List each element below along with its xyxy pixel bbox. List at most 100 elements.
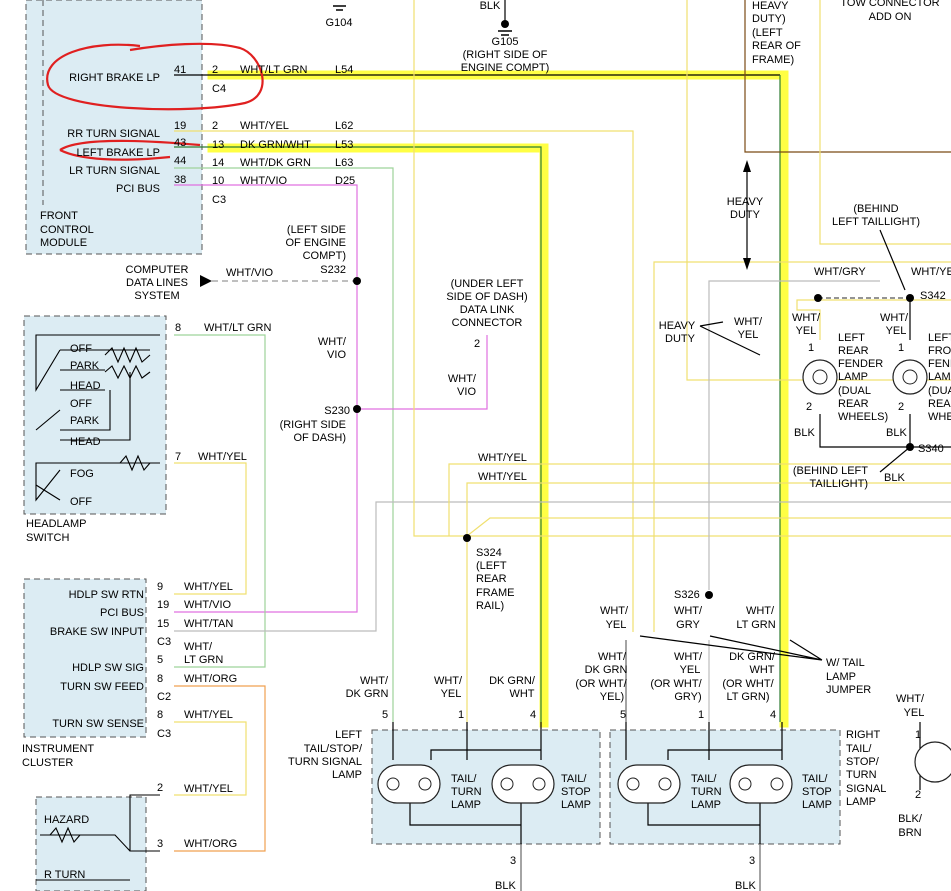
pin-rl-4: 4 <box>770 709 776 721</box>
label-hs-fog: FOG <box>70 468 94 480</box>
wire-label-mid-1: WHT/YEL <box>478 452 527 464</box>
label-hs2: SWITCH <box>26 532 69 544</box>
label-dlc3: DATA LINK <box>460 304 515 316</box>
label-behind2: LEFT TAILLIGHT) <box>832 216 920 228</box>
splice-s326 <box>705 591 713 599</box>
wire-label-wht-yel-r: WHT/YE <box>911 266 951 278</box>
pin-ic-8b: 8 <box>157 709 163 721</box>
label-hs-head1: HEAD <box>70 380 101 392</box>
label-lrfl1: LEFT <box>838 332 865 344</box>
label-hs-off3: OFF <box>70 496 92 508</box>
label-hvd1: HEAVY <box>727 196 764 208</box>
wire-label-rl-1a: WHT/ <box>674 651 703 663</box>
pin-ll-5: 5 <box>382 709 388 721</box>
label-ll1: LEFT <box>335 729 362 741</box>
rl-internal <box>625 722 783 844</box>
label-hvd-w1: WHT/ <box>734 316 763 328</box>
conn-ic-c2: C2 <box>157 691 171 703</box>
wire-tow-yel <box>819 0 951 245</box>
label-g104: G104 <box>326 17 353 29</box>
label-hd-top5: FRAME) <box>752 54 794 66</box>
label-lrfl4: LAMP <box>838 371 868 383</box>
label-hazard: HAZARD <box>44 814 89 826</box>
splice-s342 <box>906 294 914 302</box>
label-ic1: INSTRUMENT <box>22 743 94 755</box>
label-lffl1: LEFT <box>928 332 951 344</box>
label-rl-ts1: TAIL/ <box>802 773 828 785</box>
wire-label-far-1: WHT/ <box>896 693 925 705</box>
annotation-right-brake-circle <box>46 42 264 111</box>
wire-mid-yel-2 <box>466 482 951 722</box>
wire-l53 <box>174 146 542 722</box>
ll-tail-stop-bulb <box>491 764 555 804</box>
label-rl3: STOP/ <box>846 756 880 768</box>
pin-lffl-1: 1 <box>898 342 904 354</box>
label-rr-turn: RR TURN SIGNAL <box>67 128 160 140</box>
label-s230-l2: OF DASH) <box>293 432 346 444</box>
label-lffl7: WHE <box>928 411 951 423</box>
wire-label-rl-5a: WHT/ <box>598 651 627 663</box>
wire-label-l53: L53 <box>335 139 353 151</box>
conn-c3: C3 <box>212 194 226 206</box>
wire-label-rl-1d: GRY) <box>674 691 701 703</box>
label-s324: S324 <box>476 547 502 559</box>
label-fcm2: CONTROL <box>40 224 94 236</box>
label-dlc2: SIDE OF DASH) <box>446 291 527 303</box>
pin-38: 38 <box>174 174 186 186</box>
wire-label-lrfl-2: YEL <box>796 325 817 337</box>
label-lrfl3: FENDER <box>838 358 883 370</box>
label-rl1: RIGHT <box>846 729 881 741</box>
label-s326: S326 <box>674 589 700 601</box>
far-right-bulb <box>914 741 951 783</box>
pin-hs-7: 7 <box>175 451 181 463</box>
label-far-blk2: BRN <box>898 827 921 839</box>
pin-14: 14 <box>212 157 224 169</box>
pin-rl-1: 1 <box>698 709 704 721</box>
wire-label-ic-9: WHT/YEL <box>184 581 233 593</box>
highlight-left-brake-path <box>207 143 549 728</box>
wire-label-d25: D25 <box>335 175 355 187</box>
wire-wht-gry <box>708 280 880 590</box>
label-rl-tt2: TURN <box>691 786 722 798</box>
wire-label-ic-8a: WHT/ORG <box>184 673 237 685</box>
wire-label-ic-19: WHT/VIO <box>184 599 231 611</box>
label-hs-park1: PARK <box>70 360 100 372</box>
arrow-computer-data-lines <box>200 275 212 287</box>
wire-left-fender <box>796 299 951 340</box>
label-s340-blk: BLK <box>884 472 905 484</box>
label-hvd-w2: YEL <box>738 329 759 341</box>
instrument-cluster <box>23 578 147 738</box>
label-turn-sense: TURN SW SENSE <box>52 718 144 730</box>
label-rl6: LAMP <box>846 796 876 808</box>
rl-tail-turn-bulb <box>617 764 681 804</box>
label-blk-top: BLK <box>480 0 501 12</box>
label-lr-turn: LR TURN SIGNAL <box>69 165 160 177</box>
label-rl-ts3: LAMP <box>802 799 832 811</box>
splice-s230 <box>353 405 361 413</box>
label-rl2: TAIL/ <box>846 743 872 755</box>
wire-label-l54: L54 <box>335 64 353 76</box>
label-g105: G105 <box>492 36 519 48</box>
conn-ic-c3a: C3 <box>157 636 171 648</box>
label-tow1: TOW CONNECTOR <box>840 0 939 9</box>
label-fcm1: FRONT <box>40 210 78 222</box>
label-lffl2: FRO <box>928 345 951 357</box>
wire-label-rl-5c: (OR WHT/ <box>575 678 627 690</box>
wire-yel-lamps <box>653 261 951 632</box>
wire-turn-sense <box>174 721 247 796</box>
label-ic-pci: PCI BUS <box>100 607 144 619</box>
pin-far-1: 1 <box>915 729 921 741</box>
ll-tail-turn-bulb <box>377 764 441 804</box>
label-s232: S232 <box>320 264 346 276</box>
ll-internal <box>392 722 542 844</box>
label-hd-top2: DUTY) <box>752 13 786 25</box>
wire-label-ll-4b: WHT <box>509 688 534 700</box>
wire-label-rl-4d: LT GRN) <box>727 691 770 703</box>
wire-label-rw1a: WHT/ <box>600 605 629 617</box>
wire-hdlp-rtn <box>174 462 247 595</box>
rl-tail-stop-bulb <box>729 764 793 804</box>
wire-label-hs-7: WHT/YEL <box>198 451 247 463</box>
wire-label-rl-1c: (OR WHT/ <box>650 678 702 690</box>
arrow-heavy-duty-leaders <box>699 321 761 356</box>
label-lrfl5: (DUAL <box>838 385 871 397</box>
